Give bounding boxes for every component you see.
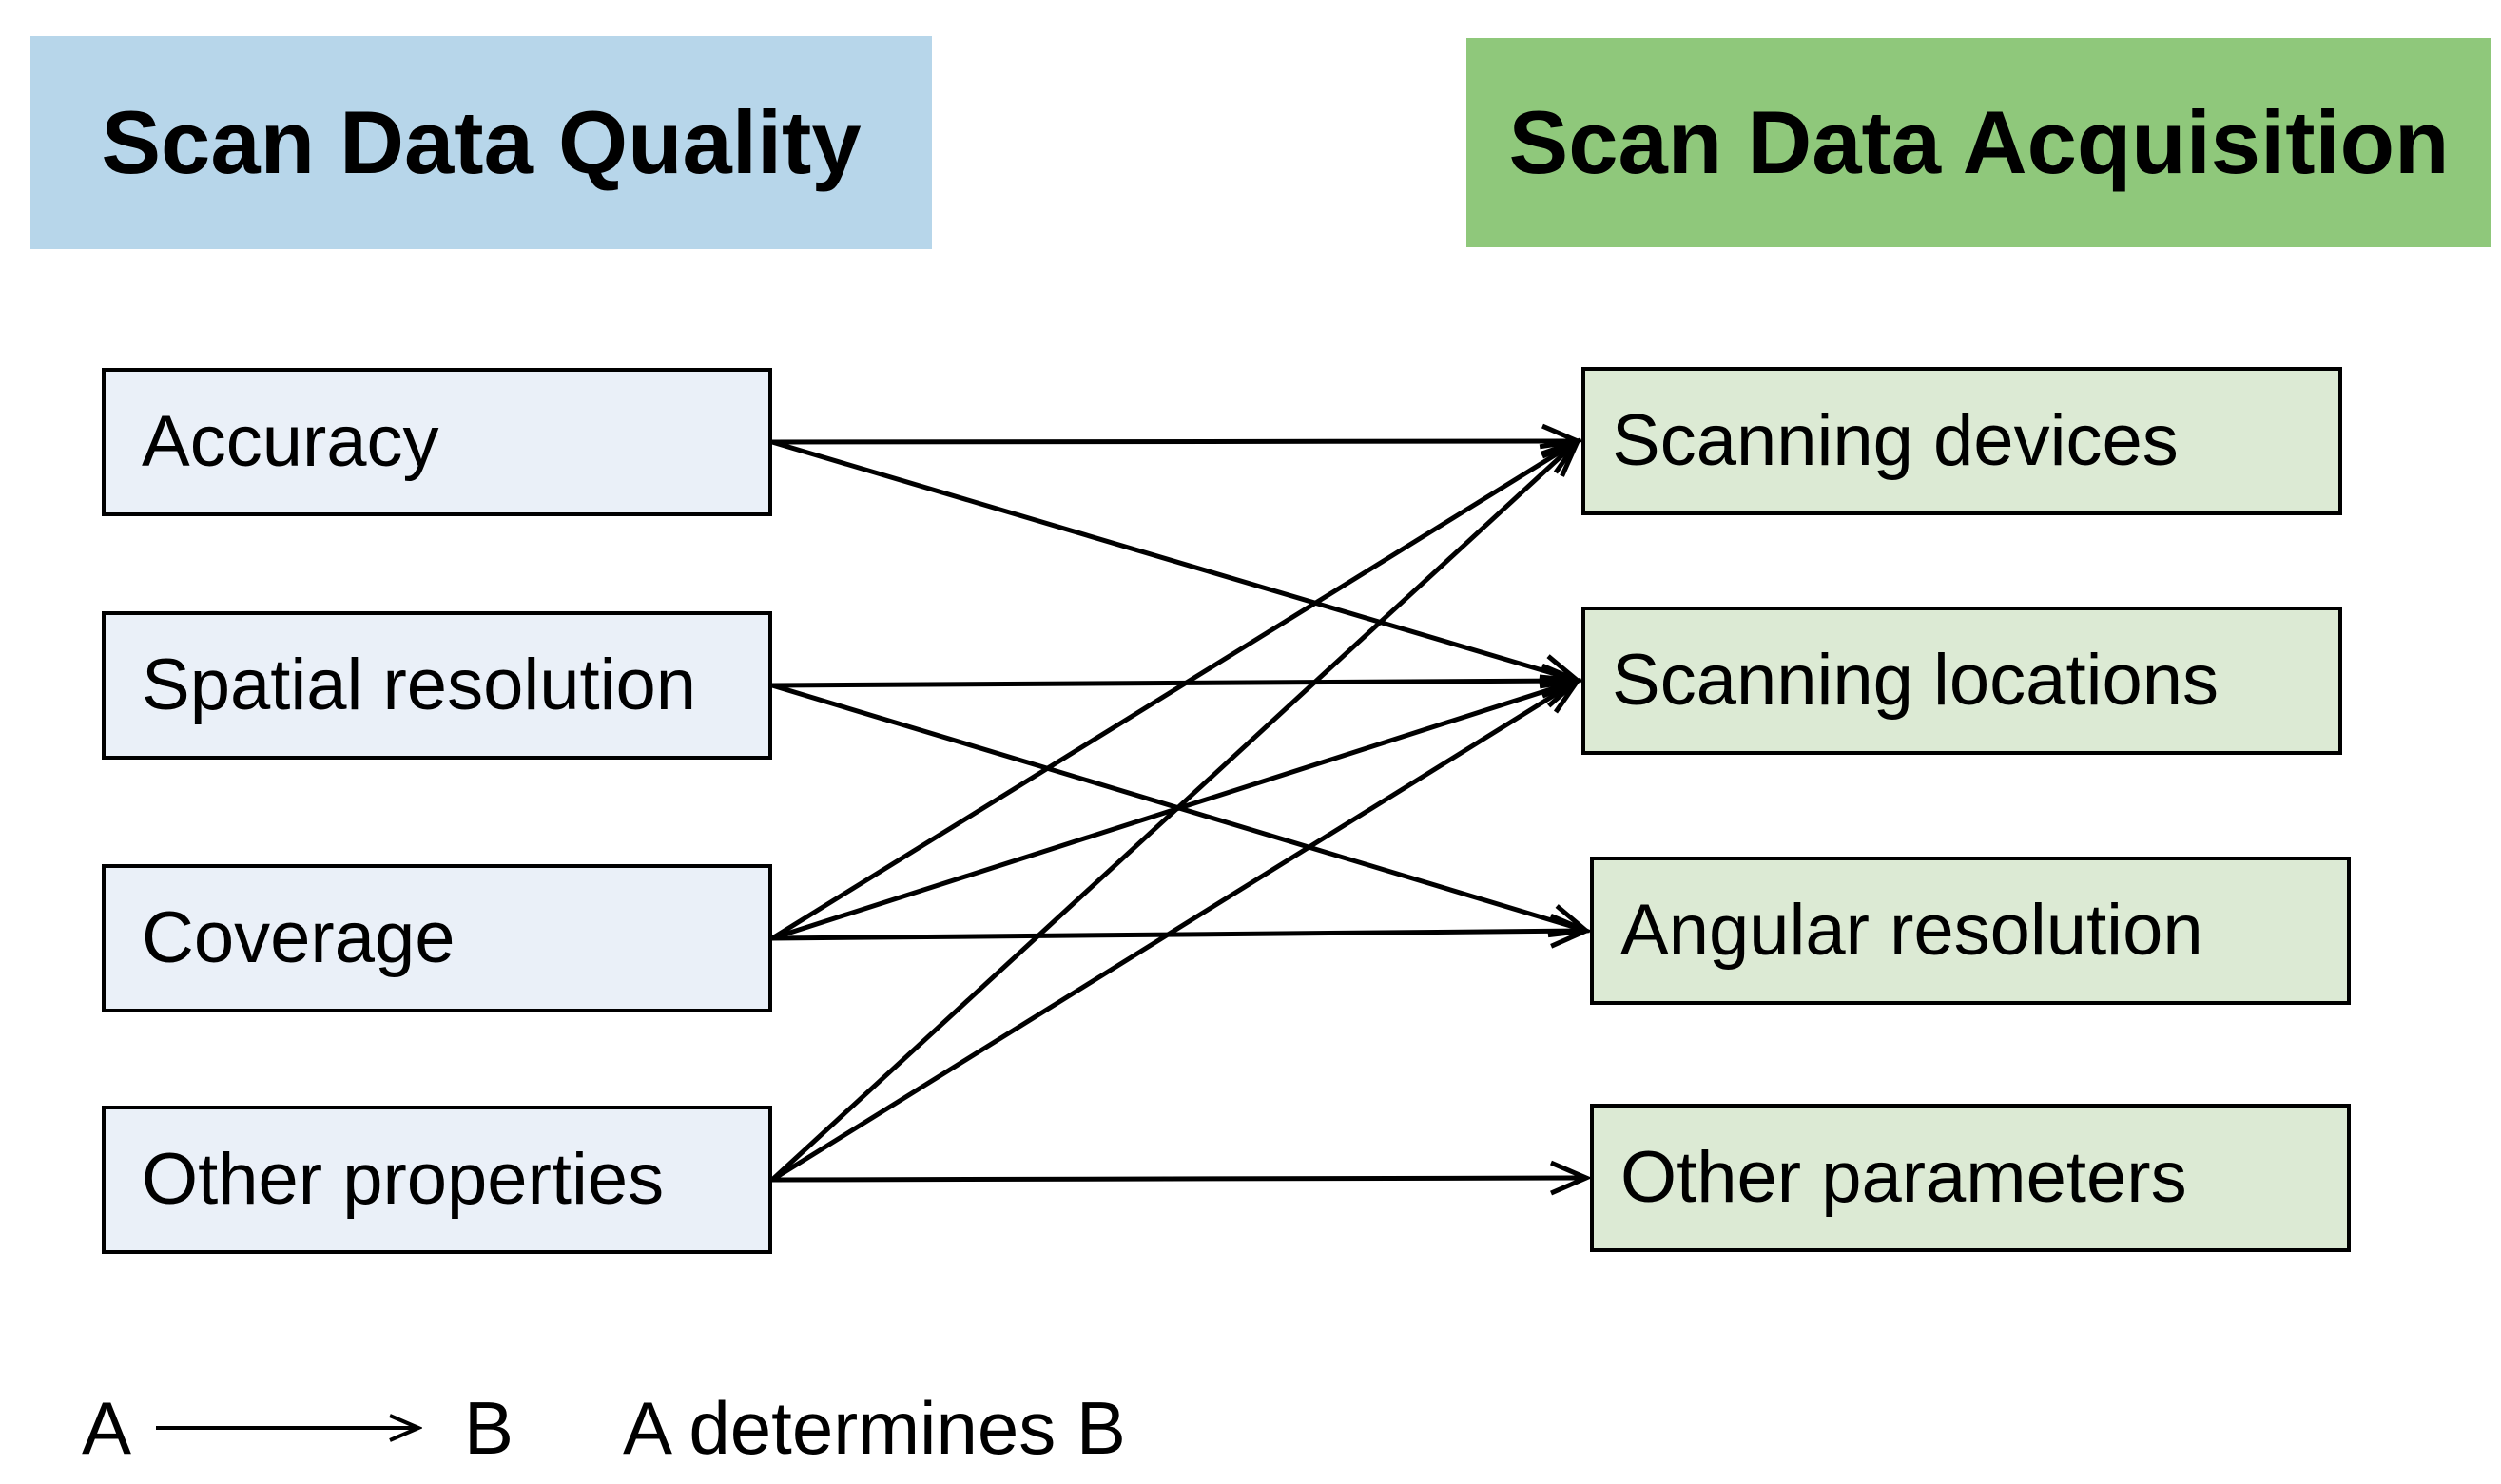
legend-description: A determines B: [623, 1386, 1126, 1470]
quality-node-coverage: Coverage: [102, 864, 772, 1012]
quality-node-spatial-resolution: Spatial resolution: [102, 611, 772, 760]
edge-accuracy-to-scanning-devices: [771, 441, 1578, 442]
edge-coverage-to-scanning-devices: [770, 441, 1578, 941]
acquisition-node-angular-resolution: Angular resolution: [1590, 857, 2351, 1005]
edge-other-properties-to-scanning-locations: [770, 681, 1578, 1183]
acquisition-node-scanning-locations: Scanning locations: [1581, 607, 2342, 755]
edge-spatial-resolution-to-angular-resolution: [771, 683, 1586, 931]
acquisition-header: Scan Data Acquisition: [1466, 38, 2491, 247]
legend-source-label: A: [82, 1386, 132, 1470]
edge-spatial-resolution-to-scanning-locations: [771, 681, 1578, 685]
edge-other-properties-to-scanning-devices: [770, 441, 1578, 1182]
legend-arrow-icon: [156, 1397, 455, 1458]
legend-target-label: B: [464, 1386, 514, 1470]
acquisition-node-scanning-devices: Scanning devices: [1581, 367, 2342, 515]
edge-other-properties-to-other-parameters: [771, 1178, 1586, 1180]
edge-coverage-to-angular-resolution: [771, 931, 1586, 938]
quality-node-other-properties: Other properties: [102, 1106, 772, 1254]
quality-node-accuracy: Accuracy: [102, 368, 772, 516]
edge-accuracy-to-scanning-locations: [771, 439, 1578, 681]
acquisition-node-other-parameters: Other parameters: [1590, 1104, 2351, 1252]
edge-coverage-to-scanning-locations: [771, 681, 1578, 941]
quality-header: Scan Data Quality: [30, 36, 932, 249]
